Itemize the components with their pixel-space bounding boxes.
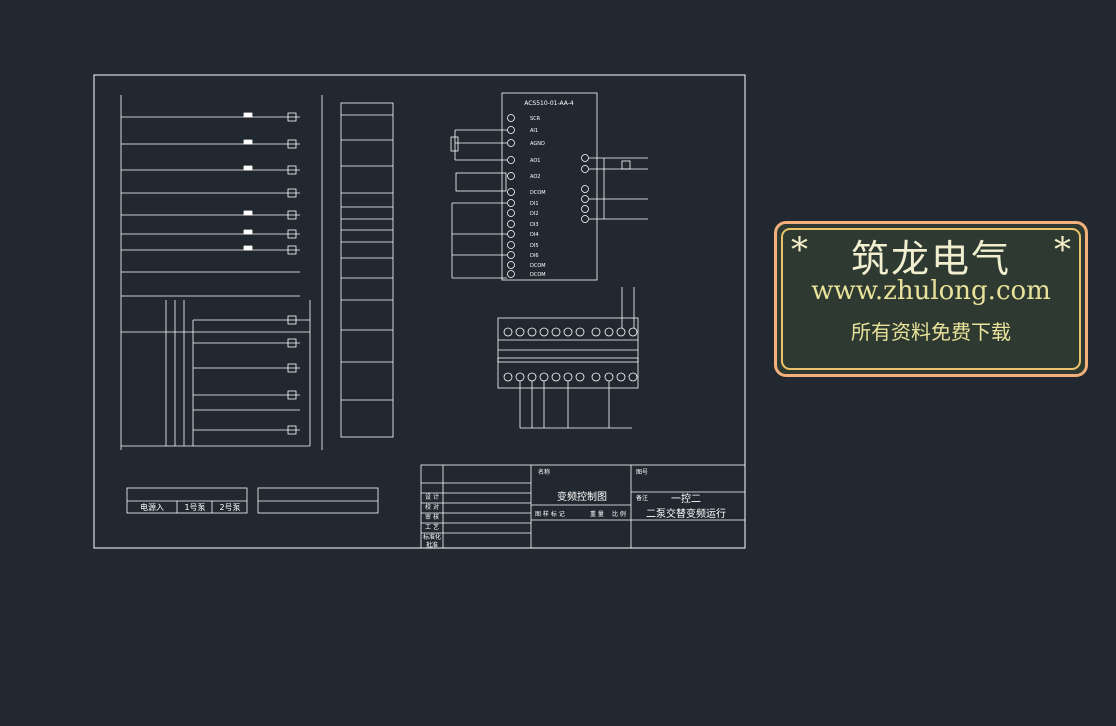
watermark-brand: 筑龙电气 (850, 237, 1011, 281)
vfd-terminal-label: DI1 (530, 201, 539, 207)
title-block (420, 464, 746, 549)
vfd-terminal-label: AI1 (530, 128, 538, 134)
terminal-strip (497, 287, 639, 429)
vfd-terminal-label: DI4 (530, 232, 539, 238)
vfd-terminal-label: SCR (530, 116, 541, 122)
tb-label-design: 设 计 (425, 493, 439, 501)
tb-weight-label: 重 量 (590, 510, 604, 518)
tb-label-process: 工 艺 (425, 523, 439, 531)
vfd-terminal-label: DCOM (530, 190, 546, 196)
ladder-description-column (340, 102, 394, 438)
control-ladder (120, 95, 323, 450)
vfd-terminal-label: AO2 (530, 174, 540, 180)
drawing-desc-line1: 一控二 (671, 492, 701, 505)
legend-power-label: 电源入 (140, 502, 164, 512)
legend-table: 电源入 1号泵 2号泵 (126, 487, 379, 514)
watermark-star-right: * (1054, 230, 1071, 270)
watermark-inner-border (781, 228, 1081, 370)
watermark-url: www.zhulong.com (811, 276, 1051, 306)
vfd-terminal-label: DI2 (530, 211, 539, 217)
tb-label-review: 审 核 (425, 513, 439, 521)
drawing-frame (93, 74, 746, 549)
vfd-terminal-label: DCOM (530, 263, 546, 269)
watermark-star-left: * (791, 230, 808, 270)
ladder-coils (243, 112, 297, 435)
vfd-block: ACS510-01-AA-4 (450, 92, 648, 281)
tb-scale-label: 比 例 (612, 510, 626, 518)
vfd-terminal-label: AO1 (530, 158, 540, 164)
legend-pump2-label: 2号泵 (219, 503, 240, 512)
tb-remark-label: 备注 (636, 494, 648, 502)
tb-label-standard: 标准化 (423, 533, 441, 541)
vfd-terminal-label: AGND (530, 141, 545, 147)
tb-label-approve: 批准 (426, 541, 438, 549)
legend-pump1-label: 1号泵 (184, 503, 205, 512)
vfd-terminal-label: DI5 (530, 243, 539, 249)
watermark-box: * * 筑龙电气 www.zhulong.com 所有资料免费下载 (774, 221, 1088, 377)
vfd-terminal-label: DI3 (530, 222, 539, 228)
drawing-title: 变频控制图 (557, 490, 607, 503)
vfd-terminal-label: DI6 (530, 253, 539, 259)
tb-name-label: 名称 (538, 468, 550, 476)
vfd-terminal-label: DCOM (530, 272, 546, 278)
drawing-desc-line2: 二泵交替变频运行 (646, 507, 726, 520)
tb-label-check: 校 对 (425, 503, 439, 511)
tb-mark-label: 图 样 标 记 (535, 510, 565, 518)
vfd-model-label: ACS510-01-AA-4 (524, 100, 574, 107)
tb-drawing-no-label: 图号 (636, 469, 648, 476)
watermark-tagline: 所有资料免费下载 (851, 320, 1011, 344)
